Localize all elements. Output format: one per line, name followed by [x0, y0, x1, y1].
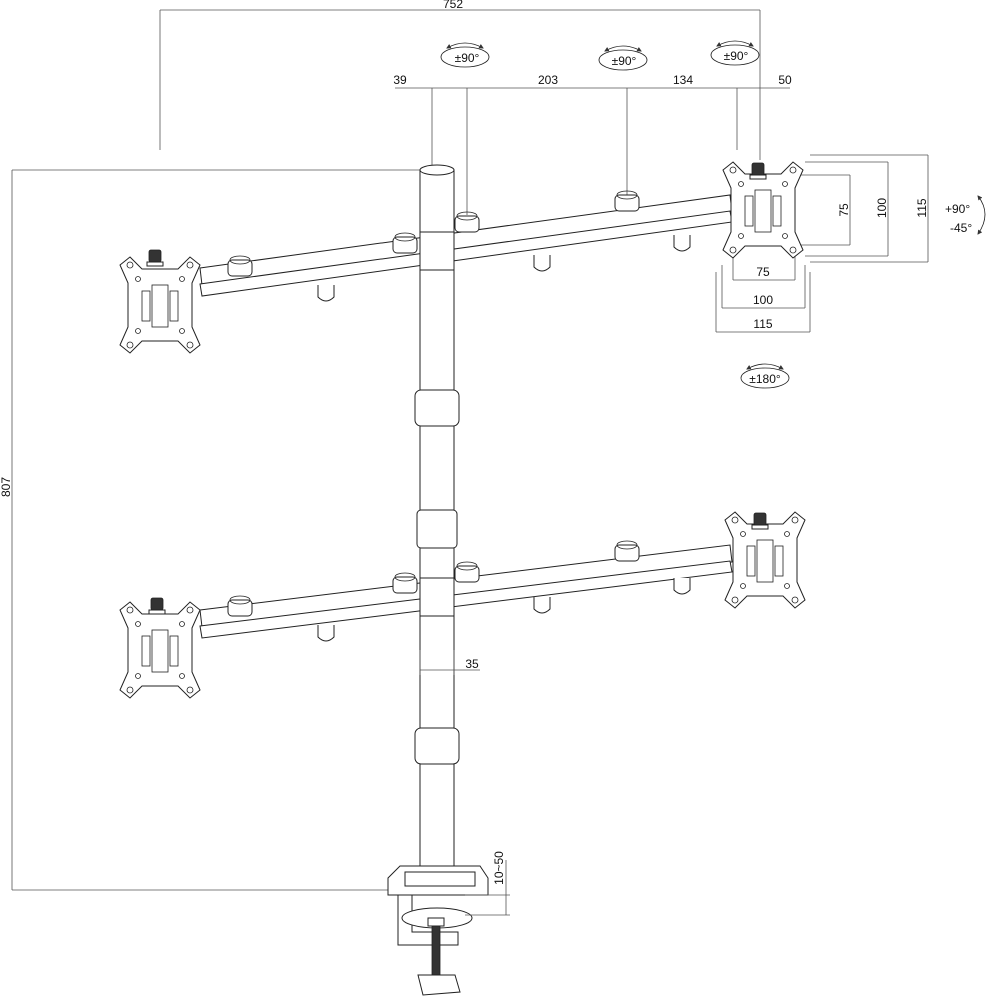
svg-text:±180°: ±180°: [749, 372, 781, 386]
vesa-75-horizontal-label: 75: [756, 265, 770, 279]
segment-39-label: 39: [393, 73, 407, 87]
svg-text:±90°: ±90°: [612, 54, 637, 68]
segment-50-label: 50: [778, 73, 792, 87]
segment-dimensions: 39 203 134 50: [393, 73, 792, 215]
segment-203-label: 203: [538, 73, 558, 87]
rotation-badge-arm-1: ±90°: [440, 42, 490, 68]
vesa-plate-top-right: [722, 161, 804, 259]
vesa-plate-top-left: [119, 249, 201, 354]
overall-width-label: 752: [443, 0, 463, 11]
upper-arm: [199, 190, 733, 302]
pole: [414, 164, 460, 871]
desk-clamp: [387, 865, 489, 996]
vesa-plate-bottom-left: [119, 597, 201, 699]
svg-text:-45°: -45°: [950, 221, 972, 235]
overall-width-dimension: 752: [159, 0, 761, 160]
vesa-75-vertical-label: 75: [837, 203, 851, 217]
svg-text:±90°: ±90°: [724, 49, 749, 63]
vesa-115-horizontal-label: 115: [753, 317, 772, 331]
rotation-badge-arm-2: ±90°: [598, 45, 648, 71]
svg-text:±90°: ±90°: [455, 51, 480, 65]
vesa-100-horizontal-label: 100: [753, 293, 773, 307]
vesa-plate-bottom-right: [724, 511, 806, 609]
overall-height-label: 807: [0, 477, 13, 497]
tilt-label: +90° -45°: [945, 195, 986, 235]
vesa-115-vertical-label: 115: [915, 198, 929, 217]
svg-text:+90°: +90°: [945, 202, 970, 216]
vesa-dimensions: 75 100 115 75 100 115: [715, 154, 929, 333]
rotation-badge-arm-3: ±90°: [710, 40, 760, 66]
pole-diameter-label: 35: [465, 657, 479, 671]
vesa-100-vertical-label: 100: [875, 198, 889, 218]
clamp-range-label: 10~50: [492, 851, 506, 885]
pole-diameter-dimension: 35: [419, 650, 480, 675]
clamp-range-dimension: 10~50: [465, 851, 510, 916]
overall-height-dimension: 807: [0, 169, 425, 891]
lower-arm: [199, 540, 733, 642]
rotation-badge-swivel: ±180°: [740, 363, 790, 389]
segment-134-label: 134: [673, 73, 693, 87]
